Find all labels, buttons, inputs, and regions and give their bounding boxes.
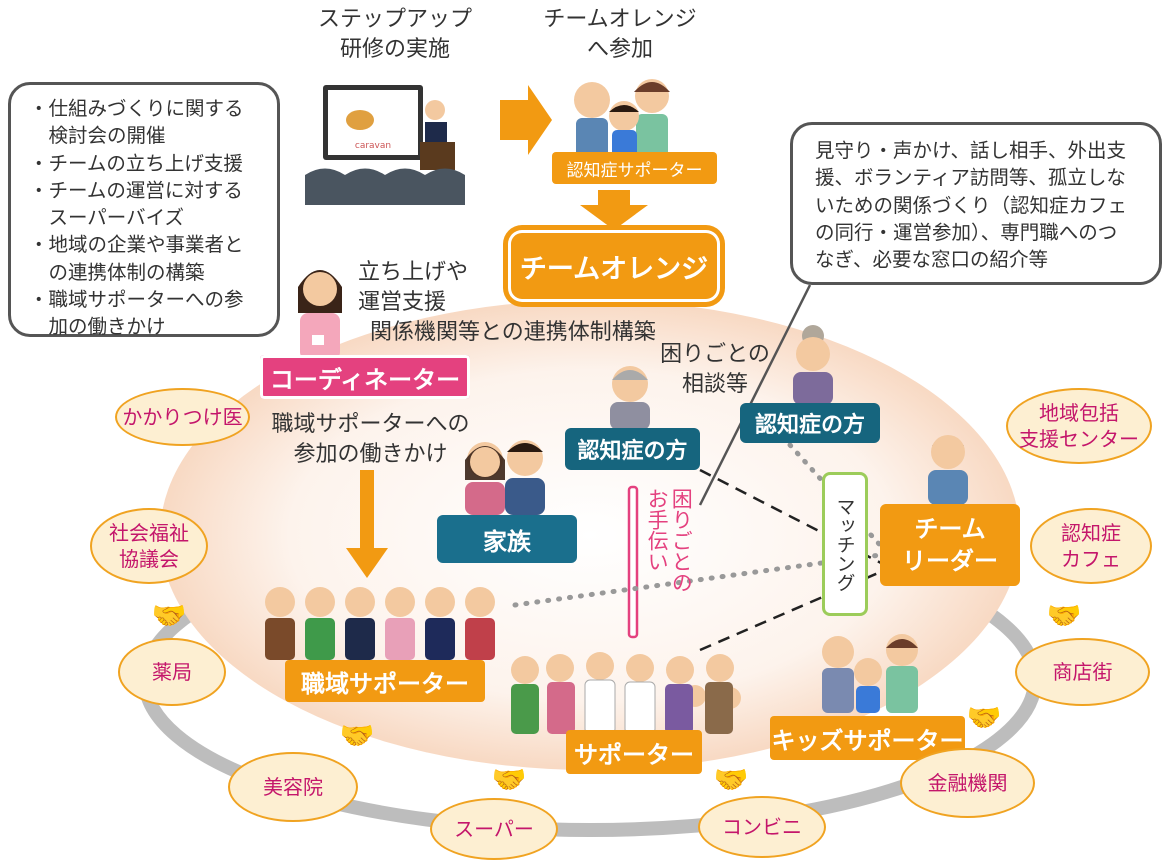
handshake-icon: 🤝 bbox=[1046, 599, 1082, 632]
consultation-text: 困りごとの 相談等 bbox=[660, 342, 770, 397]
coordinator-label: コーディネーター bbox=[260, 355, 470, 399]
partner-family-doctor: かかりつけ医 bbox=[115, 388, 250, 446]
partner-dementia-cafe: 認知症 カフェ bbox=[1030, 508, 1152, 584]
coordinator-label-text: コーディネーター bbox=[269, 365, 461, 394]
partner-convenience-store: コンビニ bbox=[698, 796, 826, 858]
supporter-label: サポーター bbox=[566, 730, 702, 774]
partner-community-center: 地域包括 支援センター bbox=[1006, 388, 1152, 464]
callout-pointer bbox=[698, 284, 812, 506]
join-team-orange-title: チームオレンジ へ参加 bbox=[543, 7, 697, 62]
cooperation-text: 関係機関等との連携体制構築 bbox=[370, 320, 656, 345]
coordinator-figure bbox=[290, 255, 350, 360]
team-orange-box: チームオレンジ bbox=[508, 230, 720, 302]
handshake-icon: 🤝 bbox=[151, 599, 187, 632]
training-illustration: caravan bbox=[305, 80, 465, 205]
team-leader-figure bbox=[918, 420, 978, 505]
matching-label: マッチング bbox=[833, 496, 856, 592]
handshake-icon: 🤝 bbox=[339, 719, 375, 752]
step-up-training-title: ステップアップ 研修の実施 bbox=[317, 7, 472, 62]
dementia-woman-figure bbox=[783, 320, 843, 405]
family-figure bbox=[455, 430, 555, 515]
supporters-illustration bbox=[505, 648, 760, 738]
team-leader-text: チーム リーダー bbox=[902, 514, 998, 575]
help-bar bbox=[627, 485, 639, 639]
help-text-content: 困りごとの お手伝い bbox=[645, 488, 694, 593]
partner-supermarket: スーパー bbox=[430, 798, 558, 860]
launch-support-text: 立ち上げや 運営支援 bbox=[358, 260, 469, 315]
arrow-shaft-coordinator bbox=[360, 470, 374, 550]
family-label: 家族 bbox=[437, 515, 577, 563]
partner-pharmacy: 薬局 bbox=[118, 638, 226, 706]
team-orange-label: チームオレンジ bbox=[519, 253, 709, 285]
kids-supporters-illustration bbox=[810, 630, 930, 715]
handshake-icon: 🤝 bbox=[966, 701, 1002, 734]
supporter-group-illustration bbox=[562, 72, 682, 160]
coordinator-tasks-callout: ・仕組みづくりに関する 検討会の開催 ・チームの立ち上げ支援 ・チームの運営に対… bbox=[8, 82, 280, 338]
partner-beauty-salon: 美容院 bbox=[228, 752, 358, 822]
dash-dementia1-leader bbox=[699, 468, 886, 567]
matching-box: マッチング bbox=[822, 472, 868, 616]
dementia-supporter-badge: 認知症サポーター bbox=[552, 152, 717, 184]
handshake-icon: 🤝 bbox=[491, 763, 527, 796]
workplace-supporters-illustration bbox=[255, 580, 505, 660]
dementia-man-figure bbox=[600, 360, 660, 430]
team-leader-label: チーム リーダー bbox=[880, 504, 1020, 586]
slide-caption: caravan bbox=[355, 141, 391, 151]
partner-financial: 金融機関 bbox=[900, 748, 1035, 818]
partner-shopping-street: 商店街 bbox=[1015, 638, 1150, 706]
arrow-right-top bbox=[500, 85, 552, 155]
dementia-person-label-2: 認知症の方 bbox=[740, 403, 880, 443]
arrow-down-team-orange bbox=[580, 190, 648, 230]
partner-social-welfare: 社会福祉 協議会 bbox=[90, 508, 208, 584]
workplace-supporter-label: 職域サポーター bbox=[285, 660, 485, 702]
help-text: 困りごとの お手伝い bbox=[645, 488, 705, 638]
arrow-head-coordinator bbox=[346, 548, 388, 578]
activities-callout: 見守り・声かけ、話し相手、外出支 援、ボランティア訪問等、孤立しな いための関係… bbox=[790, 122, 1162, 285]
handshake-icon: 🤝 bbox=[713, 763, 749, 796]
dot-workplace-leader bbox=[512, 552, 883, 608]
dementia-person-label-1: 認知症の方 bbox=[565, 428, 700, 470]
workplace-invite-text: 職域サポーターへの 参加の働きかけ bbox=[271, 412, 470, 467]
